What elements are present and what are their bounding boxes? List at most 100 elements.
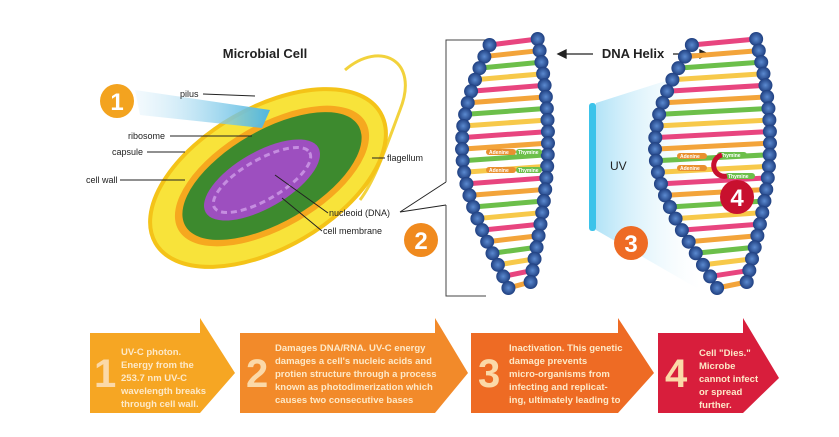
backbone-bead [534, 55, 549, 70]
base-pair [462, 152, 548, 164]
backbone-bead [657, 188, 672, 203]
backbone-bead [688, 246, 703, 261]
step-2-arrow [240, 318, 468, 413]
backbone-bead [455, 130, 470, 145]
label-cell-membrane: cell membrane [323, 226, 382, 236]
backbone-bead [674, 223, 689, 238]
backbone-bead [530, 32, 545, 46]
base-pair [484, 48, 540, 60]
uv-bar [589, 103, 596, 231]
backbone-bead [754, 55, 769, 70]
backbone-bead [532, 43, 547, 58]
base-pair [489, 36, 538, 48]
base-pair [464, 105, 548, 117]
backbone-bead [527, 251, 542, 266]
backbone-bead [496, 269, 511, 284]
backbone-bead [655, 95, 670, 110]
label-flagellum: flagellum [387, 153, 423, 163]
base-pair [672, 71, 764, 83]
step-2-number: 2 [246, 352, 269, 396]
base-pair [656, 117, 770, 129]
base-thymine: Thymine [518, 168, 539, 174]
backbone-bead [458, 107, 473, 122]
base-pair [684, 48, 759, 60]
backbone-bead [648, 130, 663, 145]
backbone-bead [529, 240, 544, 255]
backbone-bead [684, 38, 699, 52]
step-1-arrow [90, 318, 235, 413]
backbone-bead [533, 217, 548, 232]
backbone-bead [665, 72, 680, 87]
backbone-bead [490, 257, 505, 272]
backbone-bead [538, 182, 553, 197]
backbone-bead [650, 165, 665, 180]
uv-label: UV [610, 159, 627, 173]
backbone-bead [540, 136, 555, 151]
base-pair [466, 175, 547, 187]
base-pair [678, 59, 762, 71]
base-pair [666, 82, 766, 94]
base-pair [472, 198, 545, 210]
base-pair [659, 105, 769, 117]
backbone-bead [660, 84, 675, 99]
step-4-number: 4 [665, 352, 688, 396]
backbone-bead [539, 170, 554, 185]
base-pair [463, 117, 548, 129]
backbone-bead [539, 101, 554, 116]
backbone-bead [455, 142, 470, 157]
backbone-bead [475, 223, 490, 238]
backbone-bead [540, 124, 555, 139]
backbone-bead [671, 61, 686, 76]
backbone-bead [462, 188, 477, 203]
backbone-bead [758, 78, 773, 93]
backbone-bead [762, 136, 777, 151]
base-pair [469, 186, 546, 198]
backbone-bead [456, 119, 471, 133]
dna-title: DNA Helix [602, 46, 665, 61]
base-pair [479, 59, 542, 71]
base-adenine: Adenine [680, 154, 700, 160]
base-pair [688, 233, 758, 245]
backbone-bead [455, 153, 470, 168]
backbone-bead [477, 49, 492, 64]
backbone-bead [759, 182, 774, 197]
backbone-bead [648, 142, 663, 157]
backbone-bead [525, 263, 540, 278]
label-capsule: capsule [112, 147, 143, 157]
label-ribosome: ribosome [128, 131, 165, 141]
badge-4-number: 4 [730, 185, 744, 212]
step-3-number: 3 [478, 352, 501, 396]
label-cell-wall: cell wall [86, 175, 118, 185]
backbone-bead [485, 246, 500, 261]
backbone-bead [501, 281, 516, 295]
backbone-bead [695, 257, 710, 272]
base-pair [467, 94, 547, 106]
base-pair [691, 36, 757, 48]
base-pair [675, 210, 763, 222]
base-pair [474, 71, 544, 83]
base-pair [681, 221, 761, 233]
dna-helix-right [648, 32, 777, 295]
backbone-bead [757, 194, 772, 208]
backbone-bead [653, 176, 668, 191]
label-pilus: pilus [180, 89, 199, 99]
step-1-number: 1 [94, 352, 117, 396]
badge-1 [100, 84, 134, 118]
badge-1-number: 1 [110, 89, 123, 116]
backbone-bead [761, 159, 776, 174]
base-pair [470, 82, 545, 94]
base-thymine: Thymine [728, 174, 749, 180]
cell-title: Microbial Cell [223, 46, 308, 61]
backbone-bead [531, 228, 546, 243]
backbone-bead [762, 113, 777, 127]
base-pair [655, 152, 770, 164]
backbone-bead [538, 89, 553, 104]
base-thymine: Thymine [720, 153, 741, 159]
backbone-bead [540, 147, 555, 162]
backbone-bead [681, 234, 696, 249]
backbone-bead [652, 107, 667, 122]
backbone-bead [749, 32, 764, 46]
